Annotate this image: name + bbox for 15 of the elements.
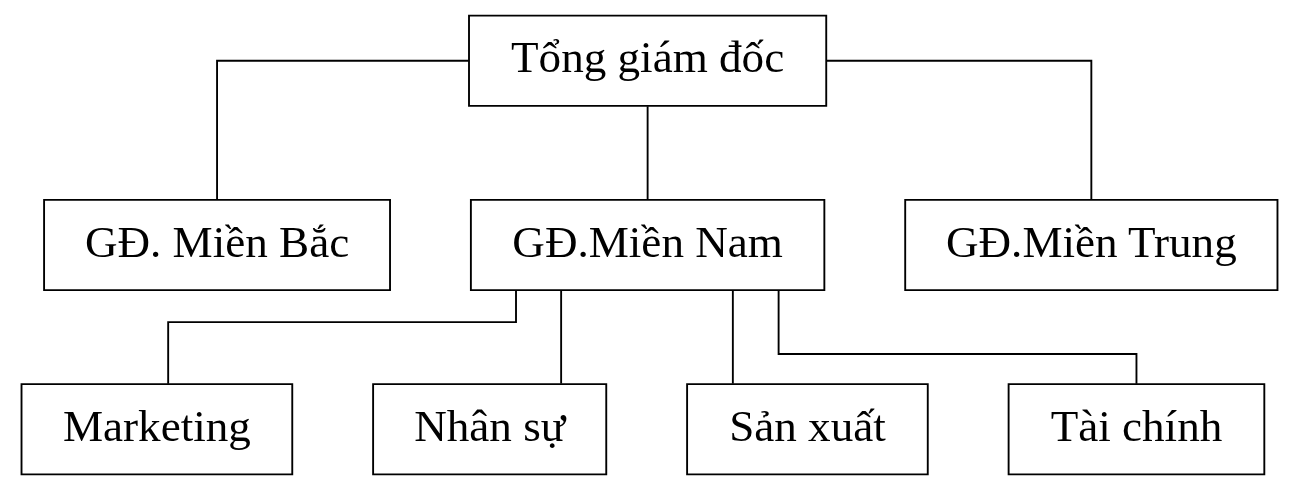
connector: [731, 289, 734, 385]
connector: [167, 289, 517, 385]
node-box: Sản xuất: [686, 383, 929, 476]
node-box: GĐ.Miền Nam: [469, 198, 826, 292]
connector: [216, 59, 470, 201]
connector: [825, 59, 1093, 201]
connector: [777, 289, 1138, 385]
node-box: GĐ. Miền Bắc: [43, 198, 391, 292]
node-box: Nhân sự: [372, 383, 608, 476]
connector: [560, 289, 563, 385]
node-box: Tài chính: [1007, 383, 1266, 476]
node-box: Tổng giám đốc: [468, 14, 828, 107]
connector: [646, 105, 649, 201]
node-box: Marketing: [20, 383, 294, 476]
node-box: GĐ.Miền Trung: [904, 198, 1279, 292]
